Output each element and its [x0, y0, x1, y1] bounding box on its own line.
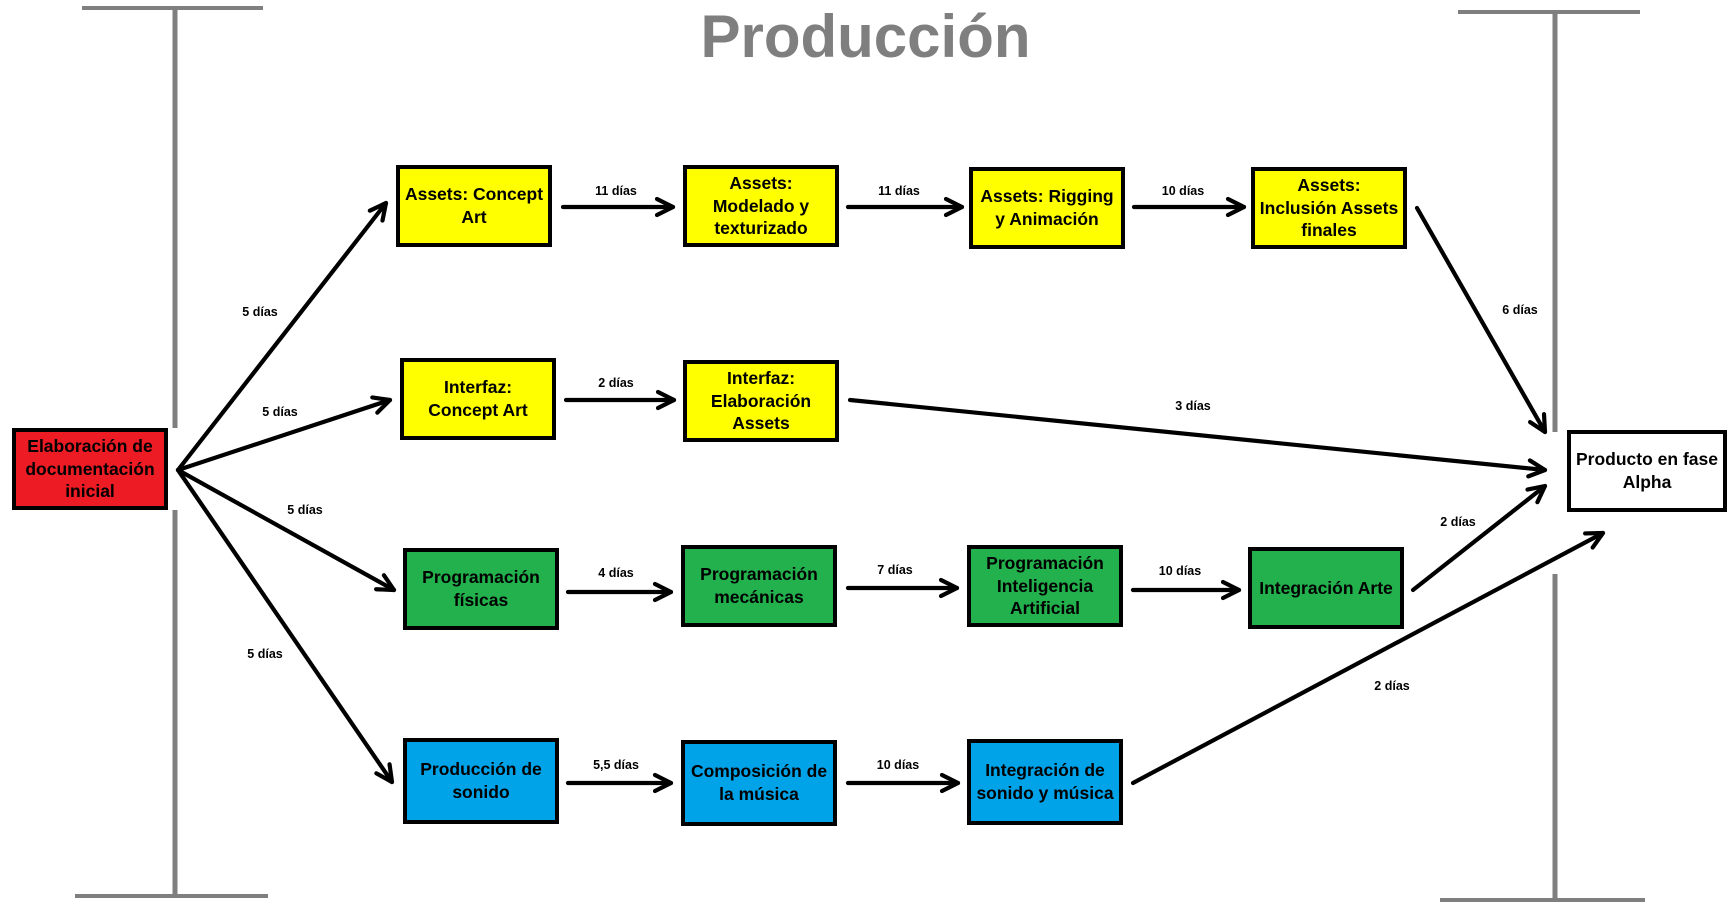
node-assets-modelado: Assets: Modelado y texturizado [683, 165, 839, 247]
edge-label-start-assets: 5 días [242, 305, 278, 319]
node-assets-modelado-label: Assets: Modelado y texturizado [712, 172, 810, 239]
arrow-assets-end [1414, 205, 1548, 435]
arrow-start-interfaz [175, 395, 393, 473]
node-composicion-musica-label: Composición de la música [690, 761, 828, 804]
node-assets-rigging-label: Assets: Rigging y Animación [980, 186, 1114, 229]
node-interfaz-elaboracion: Interfaz: Elaboración Assets [683, 360, 839, 442]
start-bracket [75, 6, 268, 898]
edge-label-prog-3: 10 días [1158, 564, 1202, 578]
edge-label-interfaz-end: 3 días [1175, 399, 1211, 413]
node-prod-sonido: Producción de sonido [403, 738, 559, 824]
edge-label-interfaz-1: 2 días [598, 376, 634, 390]
node-assets-inclusion-label: Assets: Inclusión Assets finales [1259, 174, 1399, 241]
edge-label-sonido-end: 2 días [1374, 679, 1410, 693]
node-integracion-arte-label: Integración Arte [1259, 577, 1393, 598]
node-start: Elaboración de documentación inicial [12, 428, 168, 510]
arrow-prog-end [1410, 483, 1548, 593]
arrow-start-assets [175, 200, 389, 473]
node-prod-sonido-label: Producción de sonido [420, 759, 542, 802]
arrow-sonido-end [1130, 530, 1606, 786]
node-assets-concept: Assets: Concept Art [396, 165, 552, 247]
node-prog-mecanicas: Programación mecánicas [681, 545, 837, 627]
edge-label-start-interfaz: 5 días [262, 405, 298, 419]
edge-label-assets-2: 11 días [878, 184, 920, 198]
node-end: Producto en fase Alpha [1567, 430, 1727, 512]
edge-label-prog-end: 2 días [1440, 515, 1476, 529]
node-assets-inclusion: Assets: Inclusión Assets finales [1251, 167, 1407, 249]
node-prog-ia: Programación Inteligencia Artificial [967, 545, 1123, 627]
node-interfaz-concept: Interfaz: Concept Art [400, 358, 556, 440]
node-prog-fisicas-label: Programación físicas [422, 567, 540, 610]
edge-label-prog-1: 4 días [598, 566, 634, 580]
diagram-title: Producción [0, 2, 1733, 71]
edge-label-sonido-1: 5,5 días [593, 758, 639, 772]
node-integracion-sonido: Integración de sonido y música [967, 739, 1123, 825]
node-assets-rigging: Assets: Rigging y Animación [969, 167, 1125, 249]
node-assets-concept-label: Assets: Concept Art [404, 184, 544, 227]
edge-label-prog-2: 7 días [877, 563, 913, 577]
node-interfaz-elaboracion-label: Interfaz: Elaboración Assets [710, 367, 812, 434]
node-prog-fisicas: Programación físicas [403, 548, 559, 630]
end-bracket [1440, 10, 1645, 902]
edge-label-assets-end: 6 días [1502, 303, 1538, 317]
edge-label-start-sonido: 5 días [247, 647, 283, 661]
edge-label-sonido-2: 10 días [876, 758, 920, 772]
node-prog-ia-label: Programación Inteligencia Artificial [986, 552, 1104, 619]
arrow-interfaz-end [847, 397, 1548, 479]
node-composicion-musica: Composición de la música [681, 740, 837, 826]
arrow-start-sonido [175, 467, 395, 785]
arrow-start-prog [175, 467, 397, 593]
node-integracion-sonido-label: Integración de sonido y música [976, 760, 1114, 803]
node-start-label: Elaboración de documentación inicial [25, 435, 155, 502]
edge-label-start-prog: 5 días [287, 503, 323, 517]
node-prog-mecanicas-label: Programación mecánicas [700, 564, 818, 607]
diagram-title-text: Producción [700, 3, 1031, 70]
edge-label-assets-1: 11 días [595, 184, 637, 198]
node-interfaz-concept-label: Interfaz: Concept Art [428, 377, 528, 420]
node-integracion-arte: Integración Arte [1248, 547, 1404, 629]
edge-label-assets-3: 10 días [1161, 184, 1205, 198]
node-end-label: Producto en fase Alpha [1576, 449, 1718, 492]
